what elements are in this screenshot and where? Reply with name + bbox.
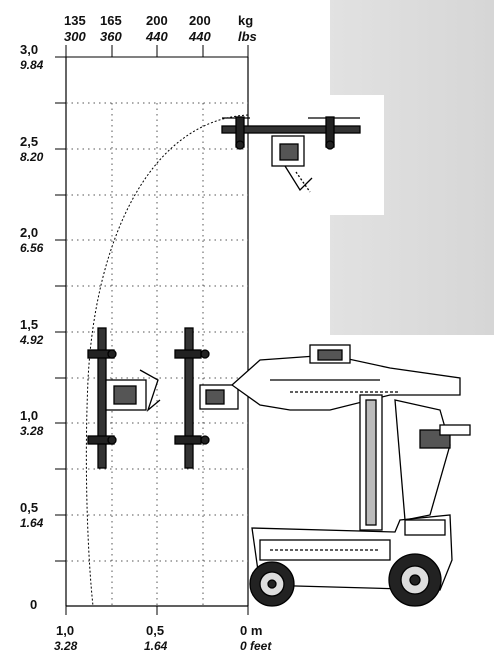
chart-panel-upper-right <box>330 95 384 215</box>
top-lbs-label-4: 440 <box>189 29 211 44</box>
top-lbs-label-1: 300 <box>64 29 86 44</box>
height-ft-1-64: 1.64 <box>20 516 44 530</box>
height-ft-6-56: 6.56 <box>20 241 44 255</box>
reach-m-0-5: 0,5 <box>146 623 165 638</box>
reach-ft-3-28: 3.28 <box>54 639 78 653</box>
top-kg-label-1: 135 <box>64 13 86 28</box>
height-ft-4-92: 4.92 <box>20 333 44 347</box>
top-lbs-label-3: 440 <box>146 29 168 44</box>
reach-ft-1-64: 1.64 <box>144 639 168 653</box>
height-m-3-0: 3,0 <box>20 42 39 57</box>
front-wheel <box>249 561 295 607</box>
left-tick-marks <box>55 56 248 562</box>
top-kg-label-4: 200 <box>189 13 211 28</box>
reach-ft-0: 0 feet <box>240 639 272 653</box>
height-ft-8-20: 8.20 <box>20 150 44 164</box>
top-kg-unit: kg <box>238 13 254 28</box>
machine-boom <box>230 344 461 411</box>
height-m-2-0: 2,0 <box>20 225 39 240</box>
reach-envelope <box>85 114 249 607</box>
left-vacuum-frame <box>87 327 161 469</box>
top-kg-label-2: 165 <box>100 13 122 28</box>
upper-vacuum-frame <box>221 116 361 193</box>
reach-m-1-0: 1,0 <box>56 623 75 638</box>
height-m-2-5: 2,5 <box>20 134 39 149</box>
height-m-0-5: 0,5 <box>20 500 39 515</box>
height-ft-3-28: 3.28 <box>20 424 44 438</box>
height-m-1-0: 1,0 <box>20 408 39 423</box>
reach-m-0: 0 m <box>240 623 263 638</box>
column-lines <box>65 45 249 57</box>
height-m-1-5: 1,5 <box>20 317 39 332</box>
top-lbs-label-2: 360 <box>100 29 122 44</box>
bottom-tick-marks <box>65 606 249 615</box>
top-lbs-unit: lbs <box>238 29 257 44</box>
top-kg-label-3: 200 <box>146 13 168 28</box>
height-ft-9-84: 9.84 <box>20 58 44 72</box>
rear-wheel <box>388 553 442 607</box>
middle-vacuum-frame <box>174 327 239 469</box>
height-zero: 0 <box>30 597 38 612</box>
machine-mast <box>359 394 471 531</box>
dotted-grid <box>66 102 248 606</box>
